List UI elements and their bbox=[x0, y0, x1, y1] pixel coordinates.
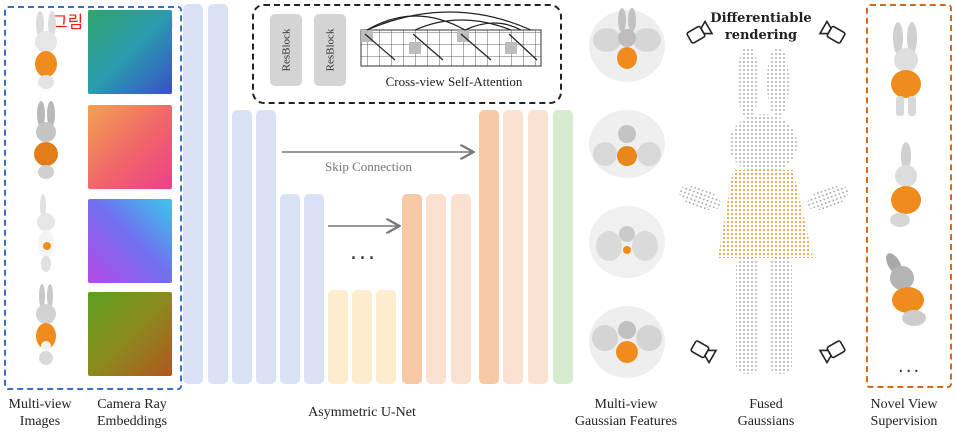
differentiable-rendering-label: Differentiable rendering bbox=[710, 11, 812, 43]
rabbit-figure bbox=[886, 253, 926, 326]
rabbit-figure bbox=[37, 194, 55, 272]
ray-embedding-4 bbox=[88, 292, 172, 376]
encoder-bar bbox=[256, 110, 276, 384]
ray-embedding-3 bbox=[88, 199, 172, 283]
bottleneck-ellipsis: ... bbox=[350, 240, 377, 265]
multiview-images-caption: Multi-view Images bbox=[8, 397, 72, 429]
encoder-bar bbox=[304, 194, 324, 384]
decoder-bar bbox=[479, 110, 499, 384]
novel-view-box bbox=[866, 4, 952, 388]
gaussian-splat-figure bbox=[589, 306, 665, 378]
input-image-column bbox=[34, 11, 58, 365]
gaussian-splat-figure bbox=[589, 206, 665, 278]
attention-grid bbox=[360, 11, 542, 67]
encoder-bar bbox=[280, 194, 300, 384]
decoder-bar bbox=[528, 110, 548, 384]
camera-icon bbox=[686, 19, 714, 44]
output-bar bbox=[553, 110, 573, 384]
decoder-bar bbox=[426, 194, 446, 384]
gaussian-features-caption: Multi-view Gaussian Features bbox=[574, 397, 678, 429]
rabbit-figure bbox=[890, 142, 921, 227]
cross-attention-label: Cross-view Self-Attention bbox=[385, 74, 523, 89]
ray-embedding-1 bbox=[88, 10, 172, 94]
gaussian-feature-column bbox=[589, 8, 665, 378]
rabbit-figure bbox=[34, 101, 58, 179]
encoder-bar bbox=[183, 4, 203, 384]
camera-icon bbox=[818, 340, 846, 365]
bottleneck-bar bbox=[352, 290, 372, 384]
skip-arrows bbox=[282, 140, 490, 240]
camera-ray-caption: Camera Ray Embeddings bbox=[97, 397, 167, 429]
gaussian-splat-figure bbox=[589, 8, 665, 82]
novel-view-ellipsis: ... bbox=[898, 356, 922, 377]
rabbit-figure bbox=[35, 11, 57, 89]
novel-view-column bbox=[886, 22, 926, 326]
resblock-2: ResBlock bbox=[314, 14, 346, 86]
fused-gaussians-figure bbox=[679, 48, 848, 374]
fused-gaussians-caption: Fused Gaussians bbox=[737, 397, 795, 429]
attention-inset bbox=[252, 4, 562, 104]
unet-caption: Asymmetric U-Net bbox=[308, 405, 416, 420]
decoder-bar bbox=[402, 194, 422, 384]
rabbit-figure bbox=[36, 284, 56, 365]
resblock-1: ResBlock bbox=[270, 14, 302, 86]
input-views-box bbox=[4, 6, 182, 390]
decoder-bar bbox=[451, 194, 471, 384]
camera-icon bbox=[690, 340, 718, 365]
encoder-bar bbox=[232, 110, 252, 384]
skip-connection-label: Skip Connection bbox=[325, 159, 413, 174]
novel-view-caption: Novel View Supervision bbox=[870, 397, 938, 429]
rabbit-figure bbox=[891, 22, 921, 116]
encoder-bar bbox=[208, 4, 228, 384]
camera-icon bbox=[818, 19, 846, 44]
ray-embedding-2 bbox=[88, 105, 172, 189]
decoder-bar bbox=[503, 110, 523, 384]
bottleneck-bar bbox=[328, 290, 348, 384]
bottleneck-bar bbox=[376, 290, 396, 384]
gaussian-splat-figure bbox=[589, 110, 665, 178]
